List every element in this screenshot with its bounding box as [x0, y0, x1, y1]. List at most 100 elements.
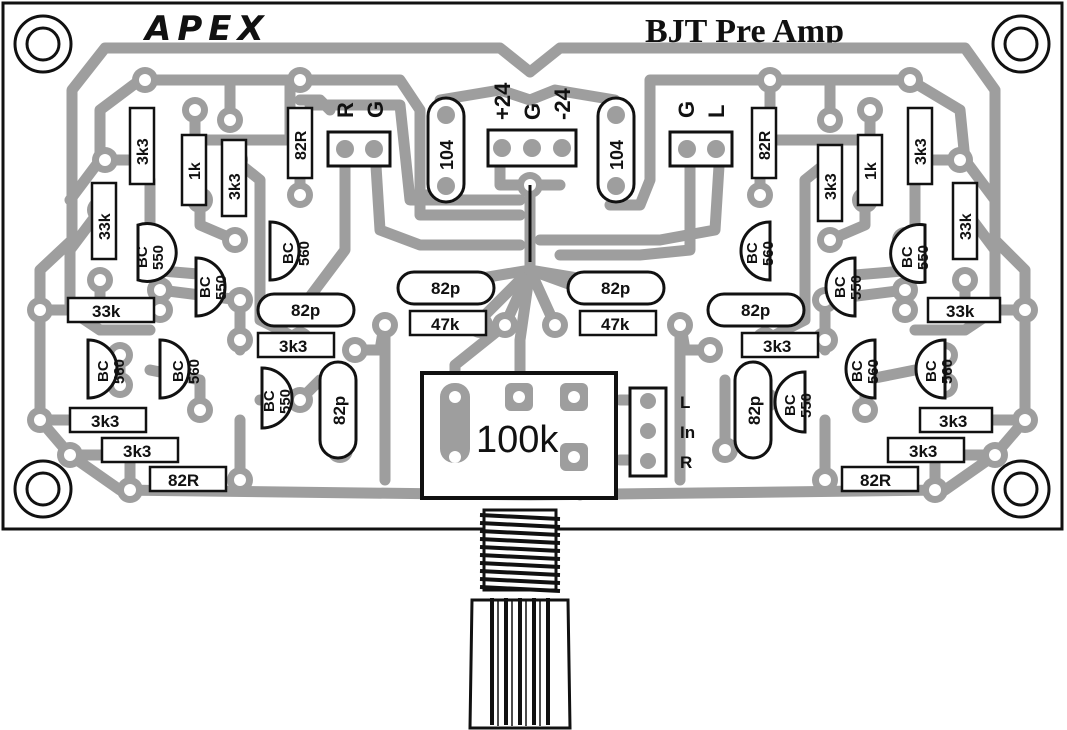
resistor-33k-vertical: 33k: [951, 181, 979, 261]
mounting-hole-tl: [13, 14, 73, 74]
resistor-3k3-horizontal: 3k3: [918, 406, 994, 434]
potentiometer-100k[interactable]: 100k: [420, 371, 618, 500]
capacitor-82p: 82p: [256, 292, 356, 328]
svg-text:3k3: 3k3: [123, 442, 151, 461]
svg-text:BC: BC: [95, 360, 112, 382]
svg-text:3k3: 3k3: [909, 442, 937, 461]
svg-text:BC: BC: [899, 246, 916, 268]
svg-text:BC: BC: [261, 390, 278, 412]
svg-text:3k3: 3k3: [91, 412, 119, 431]
svg-text:3k3: 3k3: [135, 138, 152, 165]
svg-text:82p: 82p: [330, 396, 349, 425]
svg-text:104: 104: [607, 140, 627, 170]
capacitor-82p: 82p: [396, 270, 496, 306]
label-g: G: [363, 101, 388, 118]
svg-text:82R: 82R: [860, 471, 891, 490]
transistor-bc560: BC 560: [158, 338, 203, 400]
svg-text:550: 550: [150, 245, 167, 270]
resistor-3k3-vertical: 3k3: [906, 106, 934, 186]
svg-text:82R: 82R: [757, 130, 774, 160]
svg-text:3k3: 3k3: [939, 412, 967, 431]
pot-value-label: 100k: [476, 419, 559, 461]
connector-right-input[interactable]: R G: [326, 101, 392, 168]
resistor-47k-horizontal: 47k: [578, 309, 658, 337]
svg-text:3k3: 3k3: [913, 138, 930, 165]
svg-text:1k: 1k: [187, 162, 204, 180]
svg-text:104: 104: [437, 140, 457, 170]
label-r: R: [680, 453, 692, 472]
label-g: G: [520, 103, 545, 120]
apex-logo: APEX: [142, 9, 270, 49]
capacitor-82p: 82p: [706, 292, 806, 328]
transistor-bc550: BC 550: [889, 223, 932, 284]
mounting-hole-br: [991, 459, 1051, 519]
resistor-1k-vertical: 1k: [180, 133, 208, 207]
connector-left-input[interactable]: G L: [668, 101, 734, 168]
svg-text:550: 550: [848, 275, 865, 300]
svg-text:3k3: 3k3: [227, 173, 244, 200]
capacitor-82p-vertical: 82p: [733, 360, 773, 460]
transistor-bc560: BC 560: [86, 338, 128, 400]
transistor-bc560: BC 560: [844, 338, 882, 400]
resistor-3k3-vertical: 3k3: [128, 106, 156, 186]
resistor-3k3-vertical: 3k3: [816, 143, 844, 223]
resistor-3k3-horizontal: 3k3: [68, 406, 148, 434]
svg-text:82R: 82R: [168, 471, 199, 490]
resistor-33k-vertical: 33k: [90, 181, 118, 261]
resistor-1k-vertical: 1k: [856, 133, 884, 207]
svg-text:33k: 33k: [92, 302, 121, 321]
svg-text:BC: BC: [849, 360, 866, 382]
svg-text:3k3: 3k3: [279, 337, 307, 356]
label-g: G: [674, 101, 699, 118]
svg-text:3k3: 3k3: [823, 173, 840, 200]
svg-text:82p: 82p: [741, 301, 770, 320]
svg-text:33k: 33k: [958, 213, 975, 240]
svg-text:BC: BC: [923, 360, 940, 382]
transistor-bc560: BC 560: [914, 338, 956, 400]
resistor-3k3-horizontal: 3k3: [740, 331, 820, 359]
resistor-3k3-horizontal: 3k3: [886, 436, 966, 464]
label-r: R: [333, 102, 358, 118]
resistor-47k-horizontal: 47k: [408, 309, 488, 337]
capacitor-104-left: 104: [426, 96, 466, 204]
transistor-bc550: BC 550: [824, 256, 865, 318]
label-in: In: [680, 423, 695, 442]
svg-text:560: 560: [939, 359, 956, 384]
svg-text:82p: 82p: [601, 279, 630, 298]
pot-shaft[interactable]: [468, 508, 572, 730]
svg-text:BC: BC: [197, 276, 214, 298]
svg-text:550: 550: [213, 275, 230, 300]
label-plus24: +24: [490, 82, 515, 120]
connector-power[interactable]: +24 G -24: [486, 82, 578, 168]
transistor-bc560: BC 560: [739, 220, 777, 282]
transistor-bc550: BC 550: [773, 370, 815, 434]
svg-text:BC: BC: [280, 242, 297, 264]
svg-text:33k: 33k: [946, 302, 975, 321]
resistor-82r-horizontal: 82R: [840, 465, 920, 493]
svg-text:BC: BC: [170, 360, 187, 382]
svg-text:82p: 82p: [291, 301, 320, 320]
svg-text:BC: BC: [832, 276, 849, 298]
svg-text:560: 560: [865, 359, 882, 384]
label-minus24: -24: [550, 87, 575, 120]
capacitor-82p-vertical: 82p: [318, 360, 358, 460]
transistor-bc550: BC 550: [134, 222, 178, 283]
connector-pot-output[interactable]: L In R: [628, 386, 695, 478]
svg-text:BC: BC: [782, 394, 799, 416]
label-l: L: [680, 393, 690, 412]
svg-text:550: 550: [798, 393, 815, 418]
capacitor-82p: 82p: [566, 270, 666, 306]
svg-text:560: 560: [111, 359, 128, 384]
resistor-3k3-vertical: 3k3: [220, 138, 248, 218]
svg-text:550: 550: [915, 245, 932, 270]
transistor-bc560: BC 560: [268, 220, 313, 282]
resistor-82r-horizontal: 82R: [148, 465, 228, 493]
mounting-hole-tr: [991, 14, 1051, 74]
svg-text:47k: 47k: [431, 315, 460, 334]
svg-text:560: 560: [296, 241, 313, 266]
resistor-3k3-horizontal: 3k3: [100, 436, 180, 464]
transistor-bc550: BC 550: [194, 256, 230, 318]
svg-text:560: 560: [186, 359, 203, 384]
svg-text:82p: 82p: [745, 396, 764, 425]
